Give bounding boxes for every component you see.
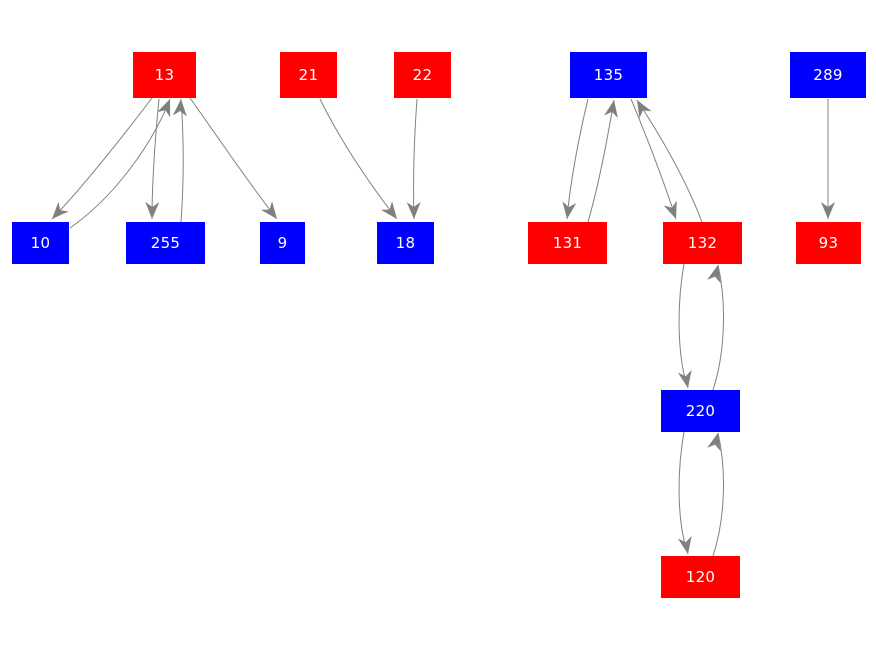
node-label: 18 <box>395 233 416 252</box>
node-label: 255 <box>150 233 181 252</box>
graph-edge <box>707 264 724 391</box>
arrowhead-icon <box>604 100 618 118</box>
node-label: 10 <box>30 233 51 252</box>
graph-node-120[interactable]: 120 <box>661 556 740 598</box>
node-label: 9 <box>277 233 288 252</box>
graph-node-255[interactable]: 255 <box>126 222 205 264</box>
arrowhead-icon <box>261 201 277 219</box>
graph-node-18[interactable]: 18 <box>377 222 434 264</box>
graph-node-21[interactable]: 21 <box>280 52 337 98</box>
graph-edge <box>172 98 187 223</box>
graph-edge <box>319 98 398 220</box>
graph-edge <box>677 431 692 555</box>
arrowhead-icon <box>562 201 577 219</box>
node-label: 22 <box>412 65 433 84</box>
node-label: 135 <box>593 65 624 84</box>
arrowhead-icon <box>145 201 160 219</box>
node-label: 21 <box>298 65 319 84</box>
node-label: 120 <box>685 567 716 586</box>
graph-node-22[interactable]: 22 <box>394 52 451 98</box>
arrowhead-icon <box>707 265 721 284</box>
arrowhead-icon <box>381 201 397 219</box>
arrowhead-icon <box>677 369 692 388</box>
graph-node-135[interactable]: 135 <box>570 52 647 98</box>
graph-edge <box>189 97 278 220</box>
graph-edge <box>51 97 153 220</box>
graph-node-132[interactable]: 132 <box>663 222 742 264</box>
arrowhead-icon <box>663 200 677 219</box>
arrowhead-icon <box>677 535 692 554</box>
node-label: 289 <box>813 65 843 84</box>
graph-node-9[interactable]: 9 <box>260 222 305 264</box>
arrowhead-icon <box>637 100 652 119</box>
graph-node-220[interactable]: 220 <box>661 390 740 432</box>
node-label: 220 <box>685 401 716 420</box>
graph-edge <box>821 98 835 219</box>
graph-node-289[interactable]: 289 <box>790 52 866 98</box>
graph-edge <box>69 98 171 229</box>
graph-edge <box>630 98 677 220</box>
arrowhead-icon <box>406 201 421 219</box>
arrowhead-icon <box>821 202 835 219</box>
graph-edge <box>587 99 618 223</box>
graph-edge <box>707 432 724 557</box>
arrowhead-icon <box>157 99 171 118</box>
arrowhead-icon <box>707 433 721 452</box>
graph-edge <box>145 98 160 220</box>
graph-edge <box>406 98 421 220</box>
arrowhead-icon <box>52 201 69 219</box>
node-label: 132 <box>687 233 718 252</box>
graph-node-13[interactable]: 13 <box>133 52 196 98</box>
graph-node-10[interactable]: 10 <box>12 222 69 264</box>
node-label: 131 <box>552 233 583 252</box>
graph-node-131[interactable]: 131 <box>528 222 607 264</box>
graph-edge <box>562 98 589 220</box>
graph-edge <box>636 99 703 223</box>
graph-edge <box>677 263 692 389</box>
node-label: 93 <box>818 233 839 252</box>
node-label: 13 <box>154 65 175 84</box>
arrowhead-icon <box>172 99 187 117</box>
graph-node-93[interactable]: 93 <box>796 222 861 264</box>
